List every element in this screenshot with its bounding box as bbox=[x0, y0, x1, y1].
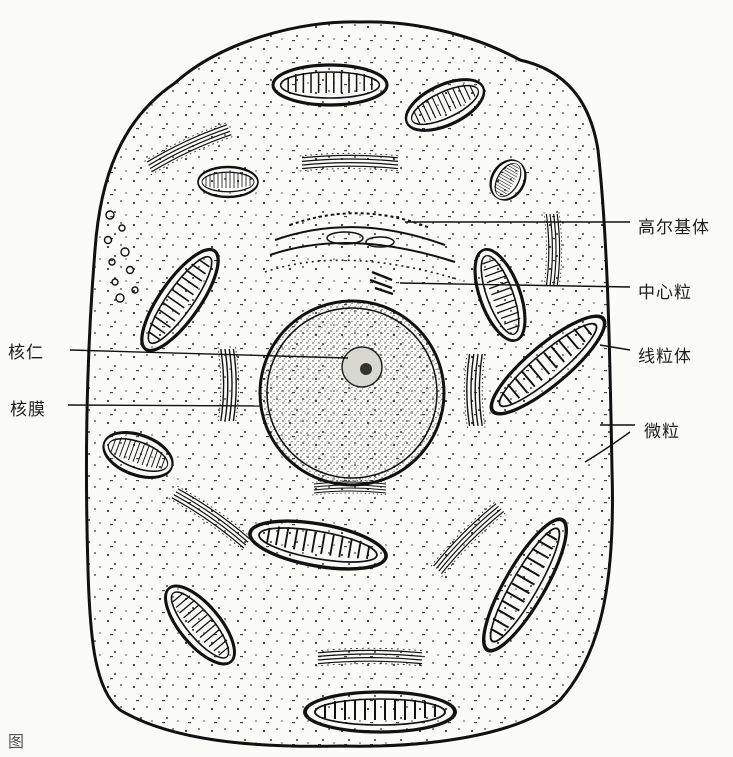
label-nuclear-membrane: 核膜 bbox=[10, 395, 46, 420]
label-mitochondria: 线粒体 bbox=[638, 342, 692, 367]
label-microsome: 微粒 bbox=[644, 417, 680, 442]
nucleus bbox=[260, 301, 444, 485]
label-golgi: 高尔基体 bbox=[638, 213, 710, 238]
label-centriole: 中心粒 bbox=[638, 278, 692, 303]
label-nucleolus: 核仁 bbox=[8, 338, 44, 363]
figure-caption: 图 bbox=[8, 728, 25, 752]
